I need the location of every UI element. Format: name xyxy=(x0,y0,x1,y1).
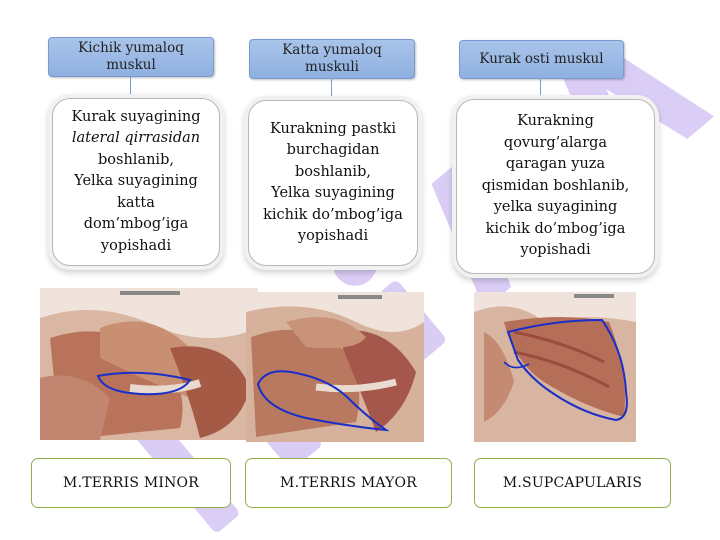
description-line: qismidan boshlanib, xyxy=(481,177,630,194)
description-line: katta xyxy=(117,194,155,211)
caption-teres-major: M.TERRIS MAYOR xyxy=(245,458,452,508)
description-line: qovurg’alarga xyxy=(503,134,608,151)
down-arrow-icon xyxy=(328,78,334,103)
header-line: Kurak osti muskul xyxy=(479,51,604,67)
teres-major-illustration xyxy=(246,292,424,442)
description-line: dom’mbog’iga xyxy=(83,216,189,233)
description-line: yelka suyagining xyxy=(493,199,618,216)
description-line: boshlanib, xyxy=(295,163,371,180)
caption-teres-minor: M.TERRIS MINOR xyxy=(31,458,231,508)
description-line: Kurakning xyxy=(517,113,594,130)
header-teres-minor: Kichik yumaloq muskul xyxy=(48,37,214,77)
description-line: yopishadi xyxy=(297,228,369,244)
header-line: Kichik yumaloq xyxy=(78,40,184,56)
description-line: qaragan yuza xyxy=(505,156,606,173)
caption-text: M.SUPCAPULARIS xyxy=(502,475,643,491)
down-arrow-icon xyxy=(537,78,543,101)
header-subscapularis: Kurak osti muskul xyxy=(459,40,624,79)
description-teres-minor: Kurak suyagining lateral qirrasidan bosh… xyxy=(52,98,220,266)
description-line: yopishadi xyxy=(520,242,591,259)
caption-text: M.TERRIS MAYOR xyxy=(280,475,417,491)
header-line: muskuli xyxy=(305,59,359,75)
description-line: kichik do’mbog’iga xyxy=(263,206,403,223)
description-line: Yelka suyagining xyxy=(74,173,198,190)
caption-text: M.TERRIS MINOR xyxy=(63,475,199,491)
header-line: muskul xyxy=(106,57,156,73)
description-line: boshlanib, xyxy=(98,151,174,168)
description-line: burchagidan xyxy=(286,142,380,158)
teres-minor-illustration xyxy=(40,288,258,440)
header-teres-major: Katta yumaloq muskuli xyxy=(249,39,415,79)
description-subscapularis: Kurakning qovurg’alarga qaragan yuza qis… xyxy=(456,99,655,274)
description-line: Kurakning pastki xyxy=(269,120,397,137)
caption-subscapularis: M.SUPCAPULARIS xyxy=(474,458,671,508)
description-teres-major: Kurakning pastki burchagidan boshlanib, … xyxy=(248,100,418,266)
down-arrow-icon xyxy=(127,76,133,103)
description-line: Yelka suyagining xyxy=(271,185,395,201)
description-line: kichik do’mbog’iga xyxy=(485,220,626,237)
subscapularis-illustration xyxy=(474,292,636,442)
description-line: lateral qirrasidan xyxy=(71,130,201,147)
description-line: yopishadi xyxy=(100,237,172,254)
description-line: Kurak suyagining xyxy=(71,108,201,125)
header-line: Katta yumaloq xyxy=(282,42,382,58)
